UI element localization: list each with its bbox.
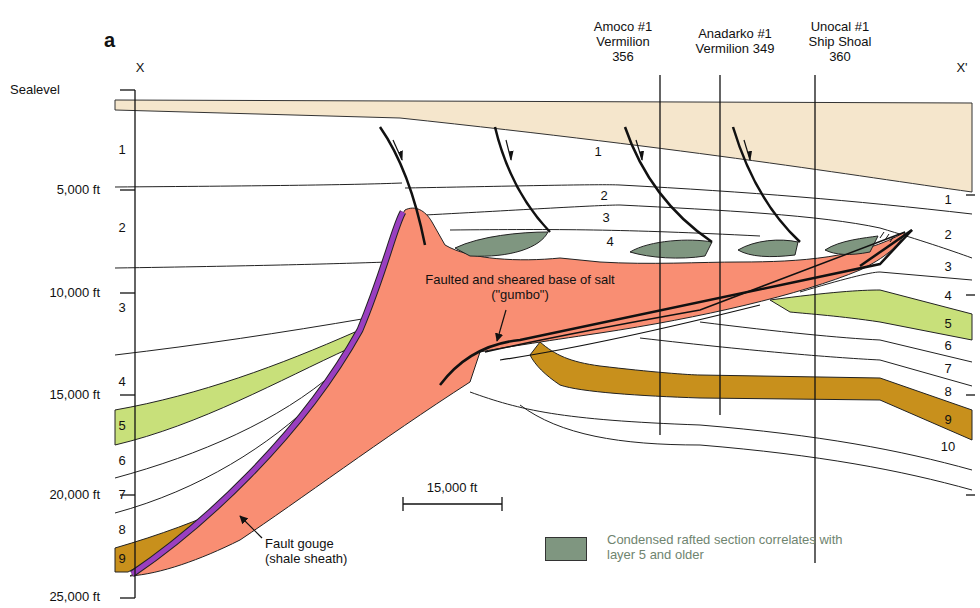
label: 20,000 ft [49, 488, 100, 503]
label: 7 [118, 488, 125, 503]
label: X [136, 61, 145, 76]
label: 8 [118, 523, 125, 538]
fault-ticks [880, 232, 894, 242]
label: 5 [944, 317, 951, 332]
label: 1 [944, 193, 951, 208]
label: Anadarko #1 Vermilion 349 [692, 27, 778, 57]
wells [660, 75, 815, 563]
depth-axis [120, 90, 975, 598]
label: 9 [118, 552, 125, 567]
legend-text: Condensed rafted section correlates with… [607, 533, 852, 563]
label: 10,000 ft [49, 286, 100, 301]
label: 15,000 ft [427, 481, 478, 496]
leader-line [240, 516, 262, 538]
label: 10 [941, 440, 955, 455]
label: 9 [944, 413, 951, 428]
label: 2 [600, 189, 607, 204]
label: Sealevel [10, 83, 60, 98]
label: Fault gouge (shale sheath) [265, 537, 370, 567]
label: 3 [602, 211, 609, 226]
label: 1 [594, 145, 601, 160]
label: Unocal #1 Ship Shoal 360 [800, 20, 880, 65]
label: 4 [118, 375, 125, 390]
label: 7 [944, 362, 951, 377]
label: 2 [944, 228, 951, 243]
label: Amoco #1 Vermilion 356 [587, 20, 659, 65]
layer-5-band [770, 290, 972, 340]
layer-9-band [530, 342, 972, 440]
label: 1 [118, 143, 125, 158]
label: 8 [944, 385, 951, 400]
label: 4 [606, 235, 613, 250]
label: 5,000 ft [57, 183, 100, 198]
label: 4 [944, 289, 951, 304]
label: Faulted and sheared base of salt ("gumbo… [413, 273, 628, 303]
label: 5 [118, 419, 125, 434]
shale-sheath [132, 212, 403, 574]
shale-sheath-outline [132, 212, 403, 574]
sediment-wedge [115, 100, 972, 192]
leader-line [497, 310, 506, 341]
panel-letter: a [104, 29, 115, 52]
strata-lines [115, 183, 972, 513]
legend-swatch [545, 537, 587, 561]
faults [380, 127, 912, 385]
label: 25,000 ft [49, 590, 100, 605]
label: 3 [118, 301, 125, 316]
label: 2 [118, 221, 125, 236]
scale-bar [403, 497, 502, 511]
label: X' [956, 61, 967, 76]
salt-body [130, 208, 905, 576]
label: 6 [944, 339, 951, 354]
label: 15,000 ft [49, 388, 100, 403]
label: 3 [944, 260, 951, 275]
label: 6 [118, 454, 125, 469]
fault-slip-arrows [393, 140, 750, 160]
